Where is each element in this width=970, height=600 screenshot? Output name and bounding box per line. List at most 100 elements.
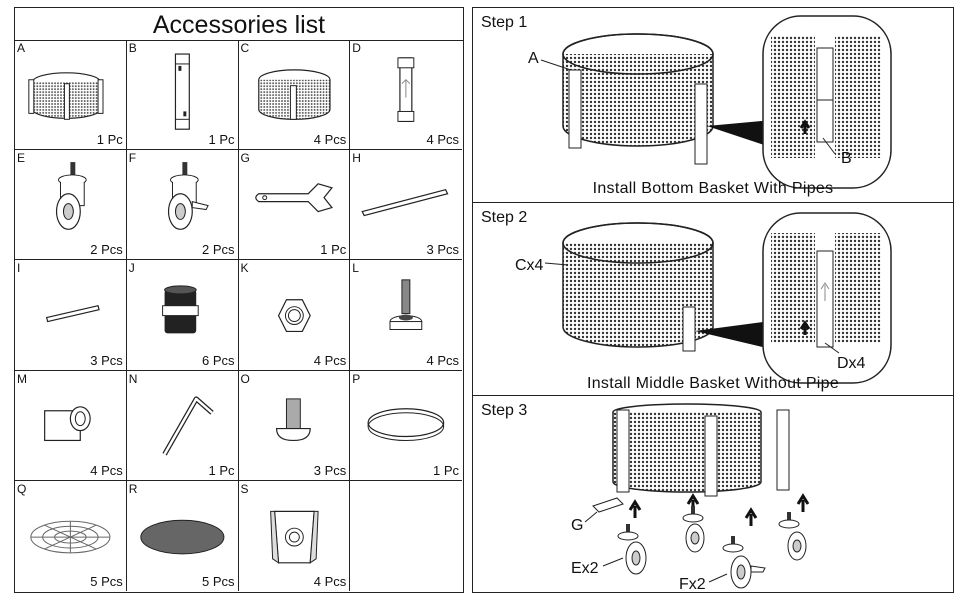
ring-frame-icon bbox=[367, 407, 445, 441]
long-rod-icon bbox=[361, 189, 449, 217]
pipe-clamp-icon bbox=[44, 405, 91, 441]
bottom-basket-with-pipes-icon bbox=[28, 72, 104, 120]
accessory-cell-a: A 1 Pc bbox=[15, 40, 127, 151]
item-letter: C bbox=[240, 41, 250, 55]
step-2-illustration bbox=[544, 212, 892, 384]
caster-wheel-icon bbox=[682, 506, 705, 553]
item-quantity: 1 Pc bbox=[208, 462, 235, 478]
callout-b: B bbox=[841, 150, 852, 167]
round-grid-icon bbox=[30, 520, 111, 554]
accessory-cell-p: P 1 Pc bbox=[350, 371, 462, 481]
item-quantity: 3 Pcs bbox=[426, 242, 459, 258]
item-letter: G bbox=[240, 151, 250, 166]
caster-wheel-icon bbox=[55, 162, 87, 231]
accessory-cell-h: H 3 Pcs bbox=[350, 150, 462, 261]
accessory-cell-m: M 4 Pcs bbox=[15, 370, 127, 481]
caster-wheel-icon bbox=[617, 524, 647, 575]
item-letter: L bbox=[352, 261, 359, 276]
step-3: Step 3 G Ex2 Fx2 bbox=[473, 396, 953, 593]
callout-a: A bbox=[528, 50, 539, 67]
step-1-illustration bbox=[540, 15, 892, 189]
connector-sleeve-icon bbox=[397, 57, 415, 122]
item-letter: D bbox=[352, 41, 361, 55]
step-3-label: Step 3 bbox=[481, 402, 528, 419]
item-quantity: 2 Pcs bbox=[201, 242, 235, 258]
callout-g: G bbox=[571, 517, 584, 534]
bolt-icon bbox=[275, 398, 311, 441]
accessory-cell-k: K 4 Pcs bbox=[238, 260, 351, 371]
item-quantity: 4 Pcs bbox=[313, 352, 347, 368]
callout-fx2: Fx2 bbox=[679, 576, 706, 593]
item-letter: A bbox=[17, 41, 26, 55]
item-quantity: 4 Pcs bbox=[90, 462, 123, 478]
wrench-icon bbox=[254, 183, 333, 213]
item-quantity: 1 Pc bbox=[208, 132, 235, 148]
accessory-cell-o: O 3 Pcs bbox=[238, 370, 351, 481]
step-1-label: Step 1 bbox=[481, 14, 528, 31]
accessory-cell-q: Q 5 Pcs bbox=[15, 480, 127, 591]
item-quantity: 3 Pcs bbox=[90, 352, 123, 368]
short-rod-icon bbox=[45, 305, 100, 323]
item-letter: Q bbox=[17, 481, 27, 496]
accessories-panel: Accessories list A 1 Pc B 1 Pc bbox=[14, 7, 464, 593]
item-letter: S bbox=[240, 481, 249, 496]
item-letter: P bbox=[352, 371, 361, 386]
arrow-up-icon bbox=[796, 493, 810, 512]
coupling-icon bbox=[161, 285, 199, 334]
arrow-up-icon bbox=[628, 499, 642, 518]
accessory-cell-j: J 6 Pcs bbox=[126, 260, 239, 371]
pipe-icon bbox=[174, 53, 190, 130]
hex-nut-icon bbox=[277, 299, 311, 333]
item-letter: J bbox=[128, 261, 135, 276]
accessory-cell-d: D 4 Pcs bbox=[350, 40, 462, 151]
item-quantity: 4 Pcs bbox=[426, 352, 459, 368]
item-letter: E bbox=[17, 151, 26, 166]
item-quantity: 5 Pcs bbox=[90, 573, 123, 589]
item-quantity: 4 Pcs bbox=[313, 573, 347, 589]
mounting-bracket-icon bbox=[269, 510, 319, 564]
callout-dx4: Dx4 bbox=[837, 355, 866, 372]
accessory-cell-c: C 4 Pcs bbox=[238, 40, 351, 151]
item-quantity: 6 Pcs bbox=[201, 352, 235, 368]
accessories-title: Accessories list bbox=[15, 8, 463, 41]
step-1: Step 1 A B Install Bottom Basket With Pi… bbox=[473, 8, 953, 203]
accessory-cell-i: I 3 Pcs bbox=[15, 260, 127, 371]
item-quantity: 1 Pc bbox=[432, 462, 459, 478]
accessory-cell-b: B 1 Pc bbox=[126, 40, 239, 151]
accessory-cell-e: E 2 Pcs bbox=[15, 150, 127, 261]
callout-cx4: Cx4 bbox=[515, 257, 544, 274]
arrow-up-icon bbox=[744, 507, 758, 526]
step-1-caption: Install Bottom Basket With Pipes bbox=[592, 180, 834, 197]
item-quantity: 1 Pc bbox=[320, 242, 347, 258]
callout-ex2: Ex2 bbox=[571, 560, 599, 577]
item-letter: H bbox=[352, 151, 361, 166]
allen-key-icon bbox=[162, 396, 214, 456]
step-3-illustration bbox=[584, 403, 810, 589]
locking-caster-wheel-icon bbox=[778, 512, 807, 561]
accessory-cell-r: R 5 Pcs bbox=[127, 480, 239, 591]
steps-panel: Step 1 A B Install Bottom Basket With Pi… bbox=[472, 7, 954, 593]
item-quantity: 4 Pcs bbox=[426, 132, 459, 148]
accessory-cell-g: G 1 Pc bbox=[238, 150, 351, 261]
accessory-cell-l: L 4 Pcs bbox=[350, 260, 462, 371]
threaded-foot-icon bbox=[389, 279, 423, 331]
item-quantity: 3 Pcs bbox=[313, 462, 347, 478]
round-disc-icon bbox=[140, 519, 225, 555]
item-quantity: 5 Pcs bbox=[201, 573, 235, 589]
accessory-cell-n: N 1 Pc bbox=[126, 370, 239, 481]
accessory-cell-s: S 4 Pcs bbox=[239, 480, 351, 591]
step-2: Step 2 Cx4 Dx4 Install Middle Basket Wit… bbox=[473, 203, 953, 396]
step-2-label: Step 2 bbox=[481, 209, 528, 226]
item-quantity: 4 Pcs bbox=[313, 132, 347, 148]
basket-ring-icon bbox=[257, 69, 331, 120]
locking-caster-wheel-icon bbox=[722, 536, 766, 589]
step-2-caption: Install Middle Basket Without Pipe bbox=[586, 375, 840, 392]
item-letter: R bbox=[128, 481, 138, 496]
item-letter: M bbox=[17, 371, 27, 386]
item-letter: O bbox=[240, 371, 250, 386]
item-letter: F bbox=[128, 151, 137, 166]
item-letter: K bbox=[240, 261, 249, 276]
accessory-cell-f: F 2 Pcs bbox=[126, 150, 239, 261]
accessory-cell-empty bbox=[350, 481, 462, 591]
locking-caster-wheel-icon bbox=[167, 162, 209, 231]
